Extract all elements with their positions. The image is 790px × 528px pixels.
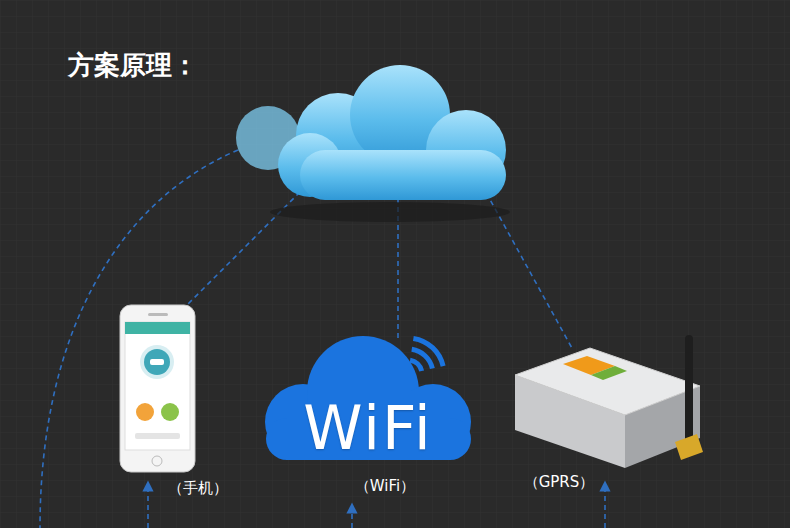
phone-illustration bbox=[120, 305, 195, 472]
up-arrow bbox=[604, 486, 606, 528]
device-label: （GPRS） bbox=[524, 473, 595, 491]
device-label: （手机） bbox=[168, 479, 228, 497]
wifi-wordmark: WiFi bbox=[303, 398, 433, 458]
wifi-cloud bbox=[265, 336, 471, 460]
up-arrow bbox=[351, 508, 353, 528]
up-arrow bbox=[147, 486, 149, 528]
gprs-node: （GPRS） bbox=[505, 330, 720, 505]
phone-node: （手机） bbox=[115, 300, 235, 505]
device-label: （WiFi） bbox=[355, 477, 415, 495]
node-illustration bbox=[115, 300, 235, 505]
dashed-curve bbox=[40, 150, 238, 528]
wifi-node: WiFi （WiFi） bbox=[258, 330, 473, 505]
dashed-links bbox=[40, 150, 605, 528]
cloud-icon bbox=[236, 65, 510, 222]
gprs-device bbox=[515, 335, 703, 468]
title: 方案原理： bbox=[68, 48, 198, 83]
